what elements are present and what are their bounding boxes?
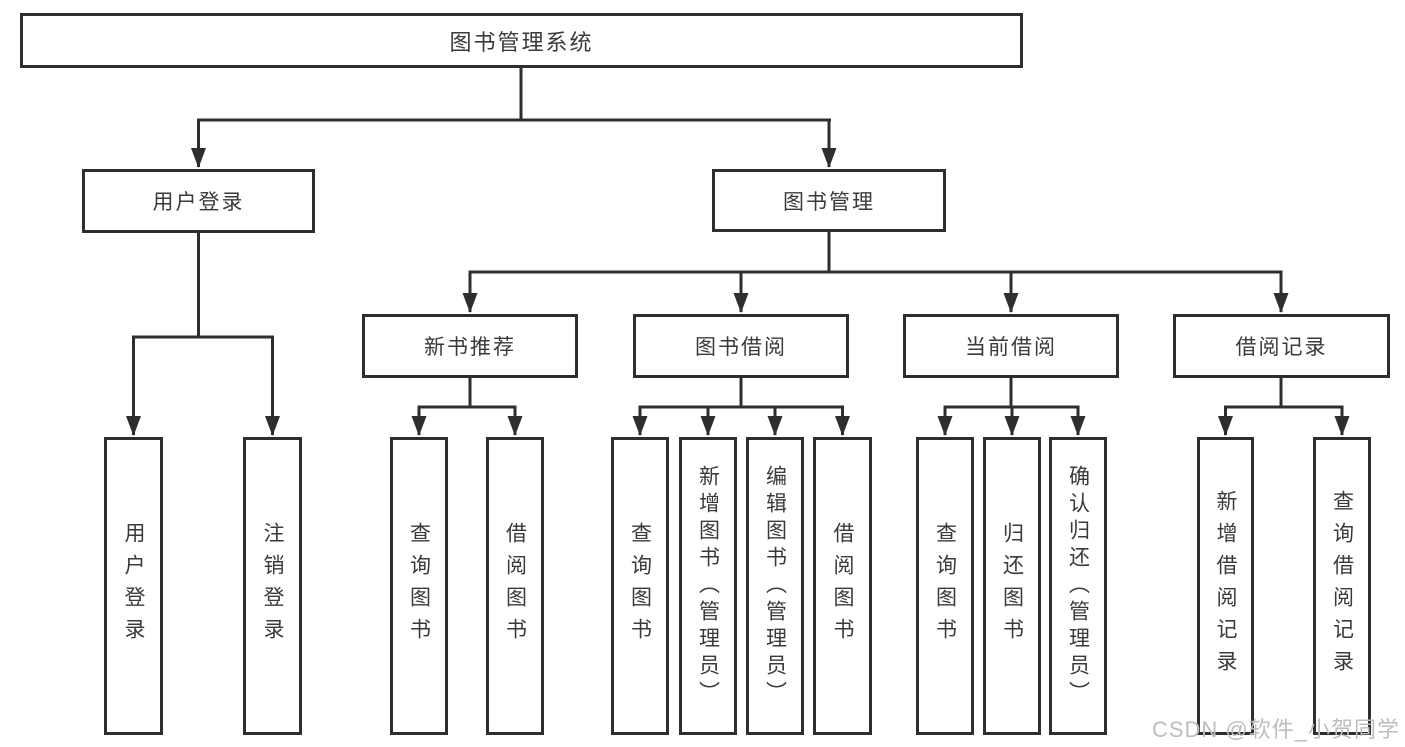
node-records-add: 新增借阅记录: [1197, 437, 1254, 735]
node-borrow-label: 图书借阅: [695, 336, 787, 359]
node-borrow-edit-label: 编辑图书（管理员）: [763, 464, 787, 708]
node-current-return: 归还图书: [983, 437, 1041, 735]
node-current-confirm-label: 确认归还（管理员）: [1066, 464, 1090, 708]
node-book-mgmt: 图书管理: [712, 169, 946, 232]
csdn-watermark: CSDN @软件_小贺同学: [1151, 717, 1400, 742]
node-recommend-label: 新书推荐: [424, 336, 516, 359]
node-borrow-add-label: 新增图书（管理员）: [696, 464, 720, 708]
connector-recommend-to-children: [411, 378, 523, 436]
node-login-logout-label: 注销登录: [261, 522, 284, 650]
node-records-query: 查询借阅记录: [1313, 437, 1371, 735]
node-borrow-borrow: 借阅图书: [813, 437, 872, 735]
node-user-login: 用户登录: [82, 169, 315, 233]
node-records-query-label: 查询借阅记录: [1330, 490, 1354, 682]
node-records-label: 借阅记录: [1235, 336, 1328, 359]
node-borrow-borrow-label: 借阅图书: [831, 522, 854, 650]
node-current-confirm: 确认归还（管理员）: [1049, 437, 1107, 735]
node-borrow-query-label: 查询图书: [628, 522, 652, 650]
node-current-query-label: 查询图书: [933, 522, 957, 650]
node-recommend: 新书推荐: [362, 314, 578, 378]
node-borrow-edit: 编辑图书（管理员）: [746, 437, 804, 735]
node-current-return-label: 归还图书: [1000, 522, 1024, 650]
connector-root-to-level1: [191, 68, 837, 168]
node-borrow: 图书借阅: [633, 314, 849, 378]
connector-borrow-to-children: [632, 378, 850, 436]
node-borrow-query: 查询图书: [611, 437, 669, 735]
node-current-query: 查询图书: [916, 437, 974, 735]
node-recommend-borrow-label: 借阅图书: [503, 522, 527, 650]
node-recommend-borrow: 借阅图书: [486, 437, 544, 735]
connector-mgmt-to-level2: [462, 232, 1289, 313]
node-root-label: 图书管理系统: [449, 29, 594, 55]
connector-login-to-children: [126, 233, 280, 436]
node-current-label: 当前借阅: [965, 336, 1057, 359]
node-root: 图书管理系统: [20, 13, 1023, 68]
node-user-login-label: 用户登录: [152, 191, 245, 214]
node-login-user-login-label: 用户登录: [122, 522, 145, 650]
node-recommend-query: 查询图书: [390, 437, 448, 735]
node-login-user-login: 用户登录: [104, 437, 163, 735]
node-borrow-add: 新增图书（管理员）: [679, 437, 737, 735]
node-current: 当前借阅: [903, 314, 1119, 378]
node-records: 借阅记录: [1173, 314, 1390, 378]
node-login-logout: 注销登录: [243, 437, 302, 735]
connector-current-to-children: [937, 378, 1086, 436]
node-recommend-query-label: 查询图书: [407, 522, 431, 650]
node-book-mgmt-label: 图书管理: [783, 190, 875, 214]
connector-records-to-children: [1218, 378, 1350, 436]
node-records-add-label: 新增借阅记录: [1214, 490, 1237, 682]
